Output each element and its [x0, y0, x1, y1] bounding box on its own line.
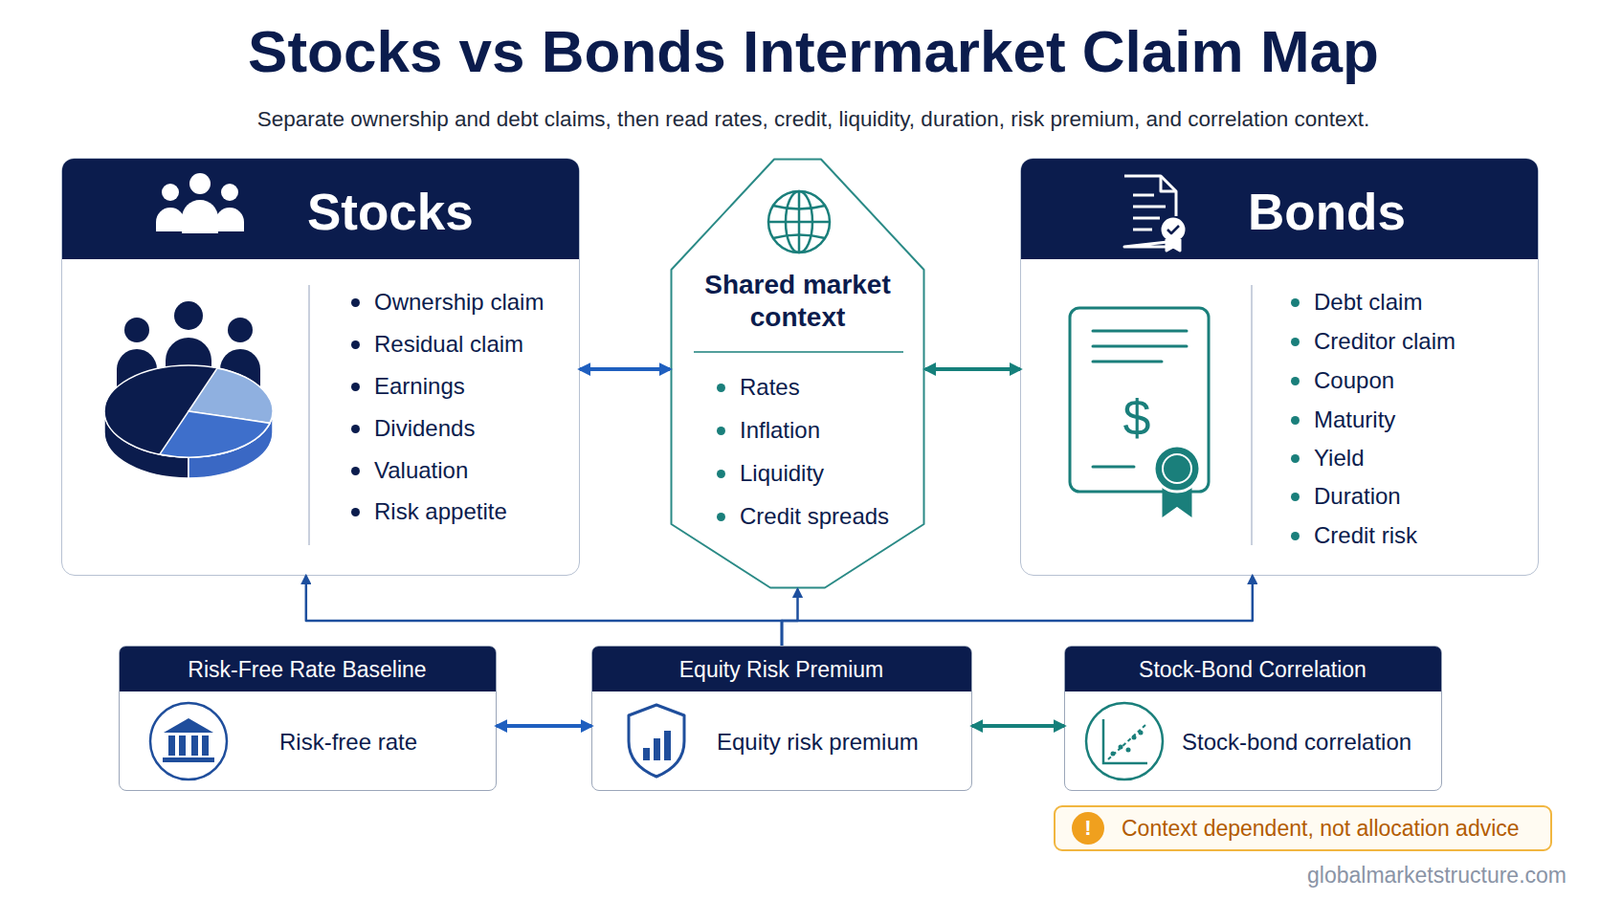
bullet-item: Rates — [739, 376, 800, 400]
concept-box: Stock-Bond CorrelationStock-bond correla… — [1064, 645, 1443, 792]
stocks-card: StocksOwnership claimResidual claimEarni… — [61, 157, 580, 577]
connector-arrow — [972, 724, 1065, 729]
concept-box: Equity Risk PremiumEquity risk premium — [591, 645, 973, 792]
box-body: Risk-free rate — [279, 729, 418, 756]
diagram-title: Stocks vs Bonds Intermarket Claim Map — [13, 17, 1600, 87]
diagram-caption: Separate ownership and debt claims, then… — [13, 105, 1600, 134]
bullet-item: Dividends — [374, 417, 475, 441]
card-heading: Stocks — [307, 181, 474, 244]
box-body: Stock-bond correlation — [1181, 729, 1412, 756]
bullet-item: Coupon — [1313, 369, 1395, 393]
bullet-item: Duration — [1313, 485, 1401, 509]
watermark: globalmarketstructure.com — [1244, 862, 1567, 889]
box-heading: Risk-Free Rate Baseline — [119, 656, 495, 684]
bonds-card: BondsDebt claimCreditor claimCouponMatur… — [1020, 157, 1539, 577]
bullet-item: Valuation — [374, 459, 468, 483]
connector-arrow — [925, 367, 1021, 372]
warning-icon: ! — [1071, 812, 1105, 845]
box-heading: Equity Risk Premium — [592, 656, 971, 684]
connector-arrow — [579, 367, 670, 372]
octagon-shape — [671, 159, 925, 589]
octagon-heading: Shared market context — [687, 268, 909, 334]
disclaimer-note: Context dependent, not allocation advice — [1053, 805, 1553, 852]
box-body: Equity risk premium — [716, 729, 919, 756]
bullet-item: Ownership claim — [374, 290, 544, 314]
bullet-item: Debt claim — [1313, 290, 1423, 314]
bullet-item: Creditor claim — [1313, 330, 1456, 354]
connector-arrow — [781, 576, 1253, 646]
bullet-item: Credit risk — [1313, 524, 1418, 548]
box-heading: Stock-Bond Correlation — [1065, 656, 1441, 684]
connector-arrow — [781, 589, 799, 646]
bullet-item: Liquidity — [739, 462, 824, 486]
connector-arrow — [306, 576, 782, 646]
context-octagon: Shared market contextRatesInflationLiqui… — [669, 157, 926, 590]
currency-symbol: $ — [1113, 389, 1160, 447]
bullet-item: Earnings — [374, 375, 466, 399]
bullet-item: Maturity — [1313, 408, 1396, 432]
bullet-item: Risk appetite — [374, 500, 508, 524]
concept-box: Risk-Free Rate BaselineRisk-free rate — [118, 645, 497, 792]
bullet-item: Residual claim — [374, 333, 524, 356]
bullet-item: Inflation — [739, 419, 821, 443]
note-text: Context dependent, not allocation advice — [1121, 815, 1520, 843]
bullet-item: Credit spreads — [739, 505, 889, 529]
bullet-item: Yield — [1313, 446, 1364, 470]
connector-arrow — [496, 724, 592, 729]
card-heading: Bonds — [1247, 181, 1406, 244]
